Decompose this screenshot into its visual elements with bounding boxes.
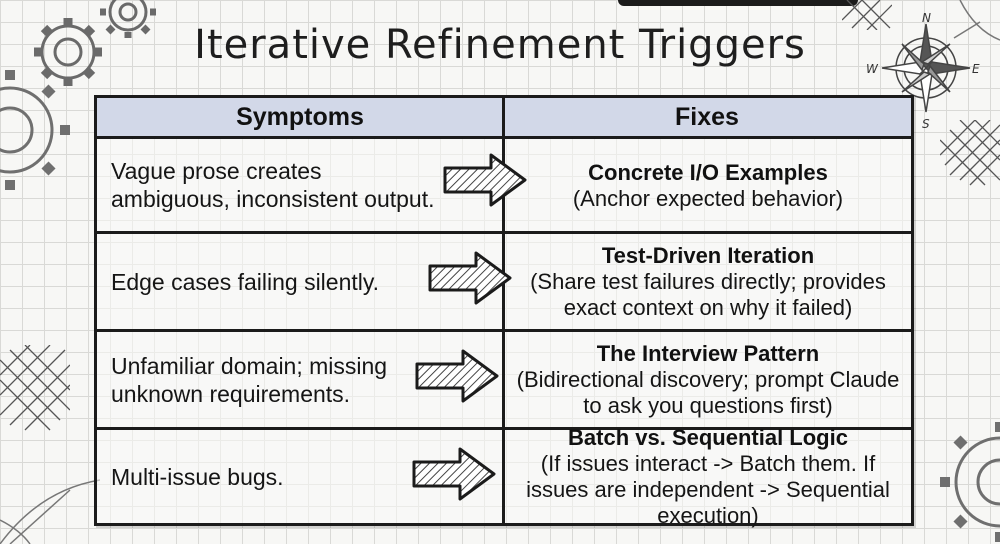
fix-description: (If issues interact -> Batch them. If is… — [526, 451, 890, 528]
fix-description: (Bidirectional discovery; prompt Claude … — [516, 367, 900, 418]
compass-rose-icon: N S E W — [866, 11, 980, 131]
table-row: Edge cases failing silently. Test-Driven… — [97, 234, 911, 329]
fix-cell: The Interview Pattern (Bidirectional dis… — [505, 332, 911, 427]
hatch-decoration — [842, 0, 892, 30]
arc-decoration — [953, 0, 1000, 41]
hatch-decoration — [0, 345, 70, 431]
hand-drawn-arrow-icon — [443, 153, 527, 207]
gear-icon — [34, 18, 102, 86]
hand-drawn-arrow-icon — [415, 349, 499, 403]
svg-text:W: W — [866, 62, 879, 76]
gear-icon — [0, 70, 70, 190]
hand-drawn-arrow-icon — [428, 251, 512, 305]
fix-title: Batch vs. Sequential Logic — [568, 425, 848, 450]
header-symptoms: Symptoms — [236, 103, 364, 131]
fix-title: The Interview Pattern — [596, 341, 820, 366]
table-row: Unfamiliar domain; missing unknown requi… — [97, 332, 911, 427]
svg-text:S: S — [922, 117, 930, 131]
header-fixes: Fixes — [675, 103, 739, 131]
gear-icon — [940, 422, 1000, 542]
symptom-cell: Unfamiliar domain; missing unknown requi… — [111, 352, 388, 407]
hand-drawn-arrow-icon — [412, 447, 496, 501]
hatch-decoration — [940, 120, 1000, 186]
symptom-cell: Edge cases failing silently. — [111, 268, 380, 295]
table-row: Multi-issue bugs. Batch vs. Sequential L… — [97, 425, 911, 528]
arc-decoration — [0, 479, 100, 544]
fix-cell: Test-Driven Iteration (Share test failur… — [505, 234, 911, 329]
fix-description: (Anchor expected behavior) — [572, 185, 844, 211]
fix-cell: Batch vs. Sequential Logic (If issues in… — [505, 425, 911, 528]
triggers-table: Symptoms Fixes Vague prose creates ambig… — [94, 95, 914, 528]
gear-icon — [100, 0, 156, 38]
svg-text:N: N — [922, 11, 931, 25]
page-title: Iterative Refinement Triggers — [194, 22, 806, 68]
column-divider — [502, 98, 505, 523]
top-bar-decoration — [618, 0, 858, 6]
table-row: Vague prose creates ambiguous, inconsist… — [97, 139, 911, 231]
symptom-cell: Multi-issue bugs. — [111, 463, 284, 490]
fix-title: Concrete I/O Examples — [588, 159, 828, 185]
svg-text:E: E — [972, 62, 980, 76]
fix-cell: Concrete I/O Examples (Anchor expected b… — [505, 139, 911, 231]
fix-title: Test-Driven Iteration — [601, 243, 815, 268]
fix-description: (Share test failures directly; provides … — [530, 269, 886, 320]
symptom-cell: Vague prose creates ambiguous, inconsist… — [111, 158, 435, 212]
